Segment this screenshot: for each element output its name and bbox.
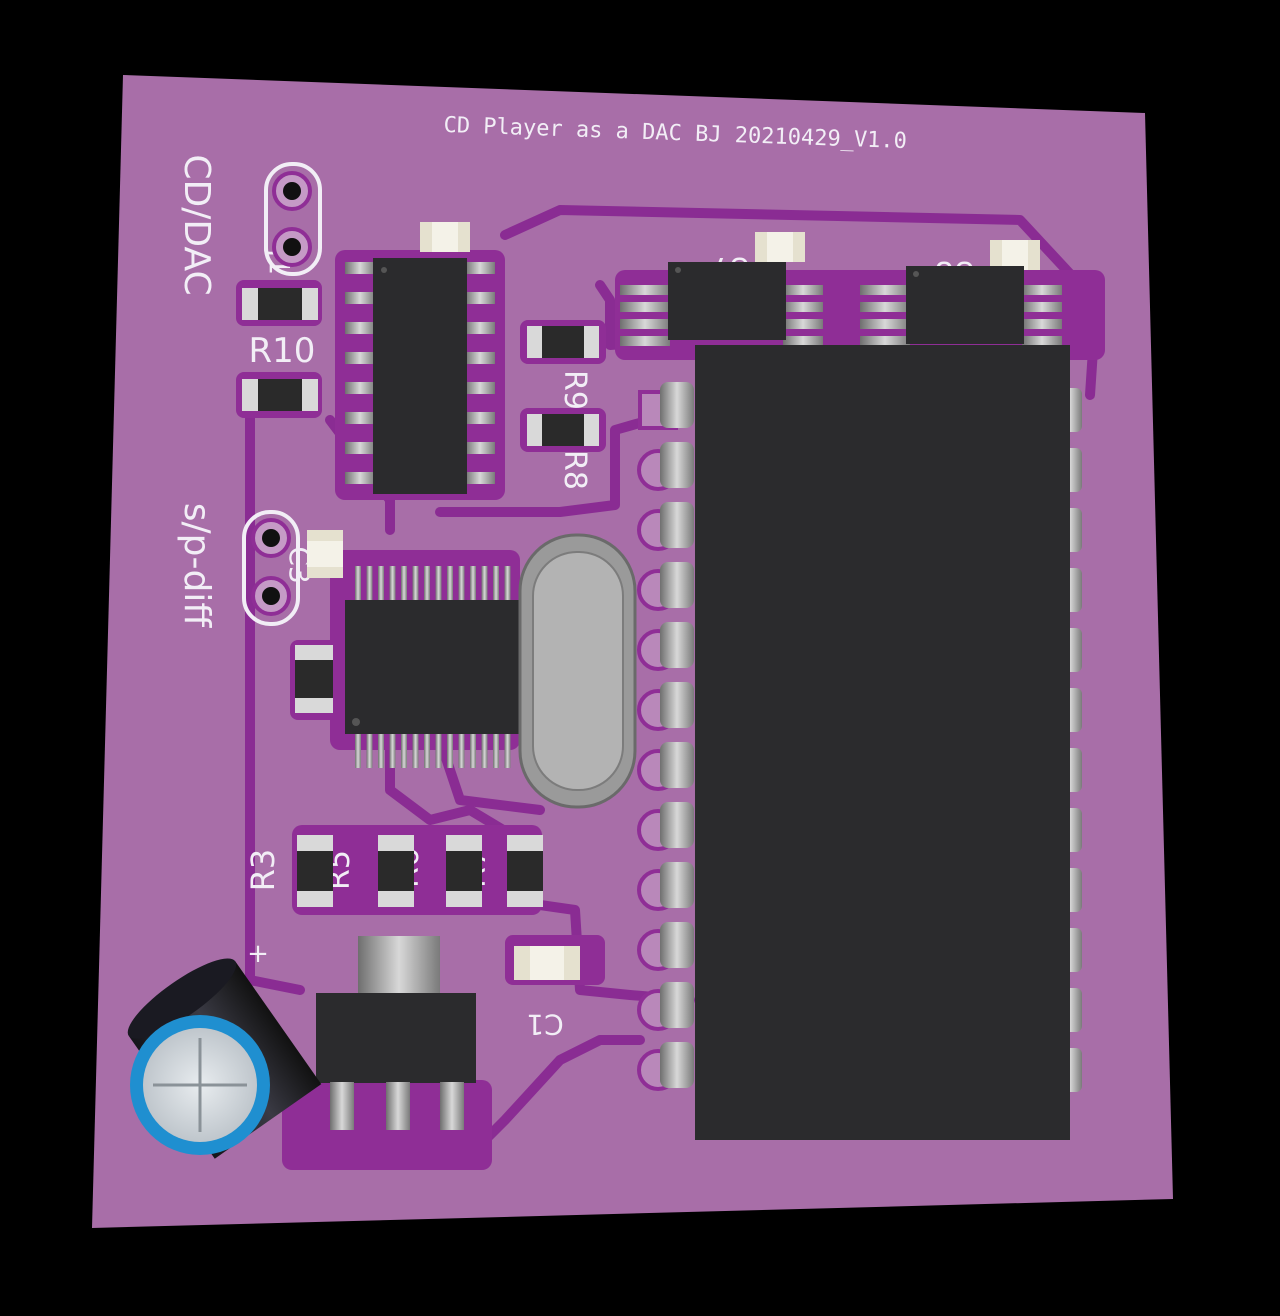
label-cd-dac: CD/DAC: [176, 154, 217, 295]
ic-u7: [620, 262, 823, 346]
ssop-pin: [470, 732, 476, 768]
ssop-pin: [389, 732, 396, 768]
ic-dip-28: [637, 345, 1082, 1140]
dip-pin: [660, 382, 694, 428]
dip-pin: [660, 922, 694, 968]
dip-pin: [660, 862, 694, 908]
ssop-pin: [493, 566, 499, 602]
pin-header-spdif: [242, 510, 300, 626]
ssop-pin: [447, 732, 453, 768]
ssop-pin: [458, 566, 465, 602]
ssop-pin: [412, 566, 419, 602]
capacitor-polarity-mark: +: [247, 939, 269, 969]
smd-resistor-row: [297, 835, 543, 907]
ssop-pin: [412, 732, 419, 768]
refdes-r10: R10: [249, 331, 316, 371]
ssop-pin: [355, 732, 361, 768]
ssop-pin: [401, 732, 407, 768]
dip-pin: [660, 742, 694, 788]
pin-header-j1: [264, 162, 322, 276]
ssop-pin: [435, 566, 442, 602]
voltage-regulator: [316, 936, 476, 1130]
refdes-c1: C1: [526, 1008, 563, 1041]
smd-resistor-r10: [242, 379, 318, 411]
crystal-oscillator: [518, 533, 637, 809]
ic-u8: [860, 266, 1062, 346]
dip-pin: [660, 682, 694, 728]
refdes-r9: R9: [557, 370, 592, 410]
ic-soic-left: [345, 258, 495, 494]
dip-pin: [660, 1042, 694, 1088]
dip-pin: [660, 502, 694, 548]
ssop-pin: [504, 732, 511, 768]
ceramic-capacitors: [307, 222, 1040, 980]
ic-ssop-receiver: [345, 566, 520, 768]
refdes-r3: R3: [244, 849, 282, 892]
ssop-pin: [435, 732, 442, 768]
ssop-pin: [378, 566, 384, 602]
dip-pin: [660, 802, 694, 848]
electrolytic-capacitor: +: [127, 939, 322, 1159]
ssop-pin: [424, 732, 430, 768]
smd-resistor-r9: [527, 326, 599, 358]
ssop-pin: [447, 566, 453, 602]
smd-resistor-left-mid: [295, 645, 333, 713]
smd-resistor-r10-top: [242, 288, 318, 320]
dip-pin: [660, 622, 694, 668]
ssop-pin: [389, 566, 396, 602]
ssop-pin: [493, 732, 499, 768]
ssop-pin: [504, 566, 511, 602]
ssop-pin: [458, 732, 465, 768]
ssop-pin: [481, 566, 488, 602]
ssop-pin: [366, 732, 373, 768]
ssop-pin: [366, 566, 373, 602]
label-spdif: s/p-diff: [176, 503, 217, 629]
ssop-pin: [481, 732, 488, 768]
ssop-pin: [378, 732, 384, 768]
ssop-pin: [401, 566, 407, 602]
refdes-r8: R8: [557, 450, 592, 490]
ssop-pin: [470, 566, 476, 602]
dip-pin: [660, 562, 694, 608]
dip-pin: [660, 442, 694, 488]
dip-pin: [660, 982, 694, 1028]
ssop-pin: [424, 566, 430, 602]
smd-resistor-r8: [527, 414, 599, 446]
ssop-pin: [355, 566, 361, 602]
